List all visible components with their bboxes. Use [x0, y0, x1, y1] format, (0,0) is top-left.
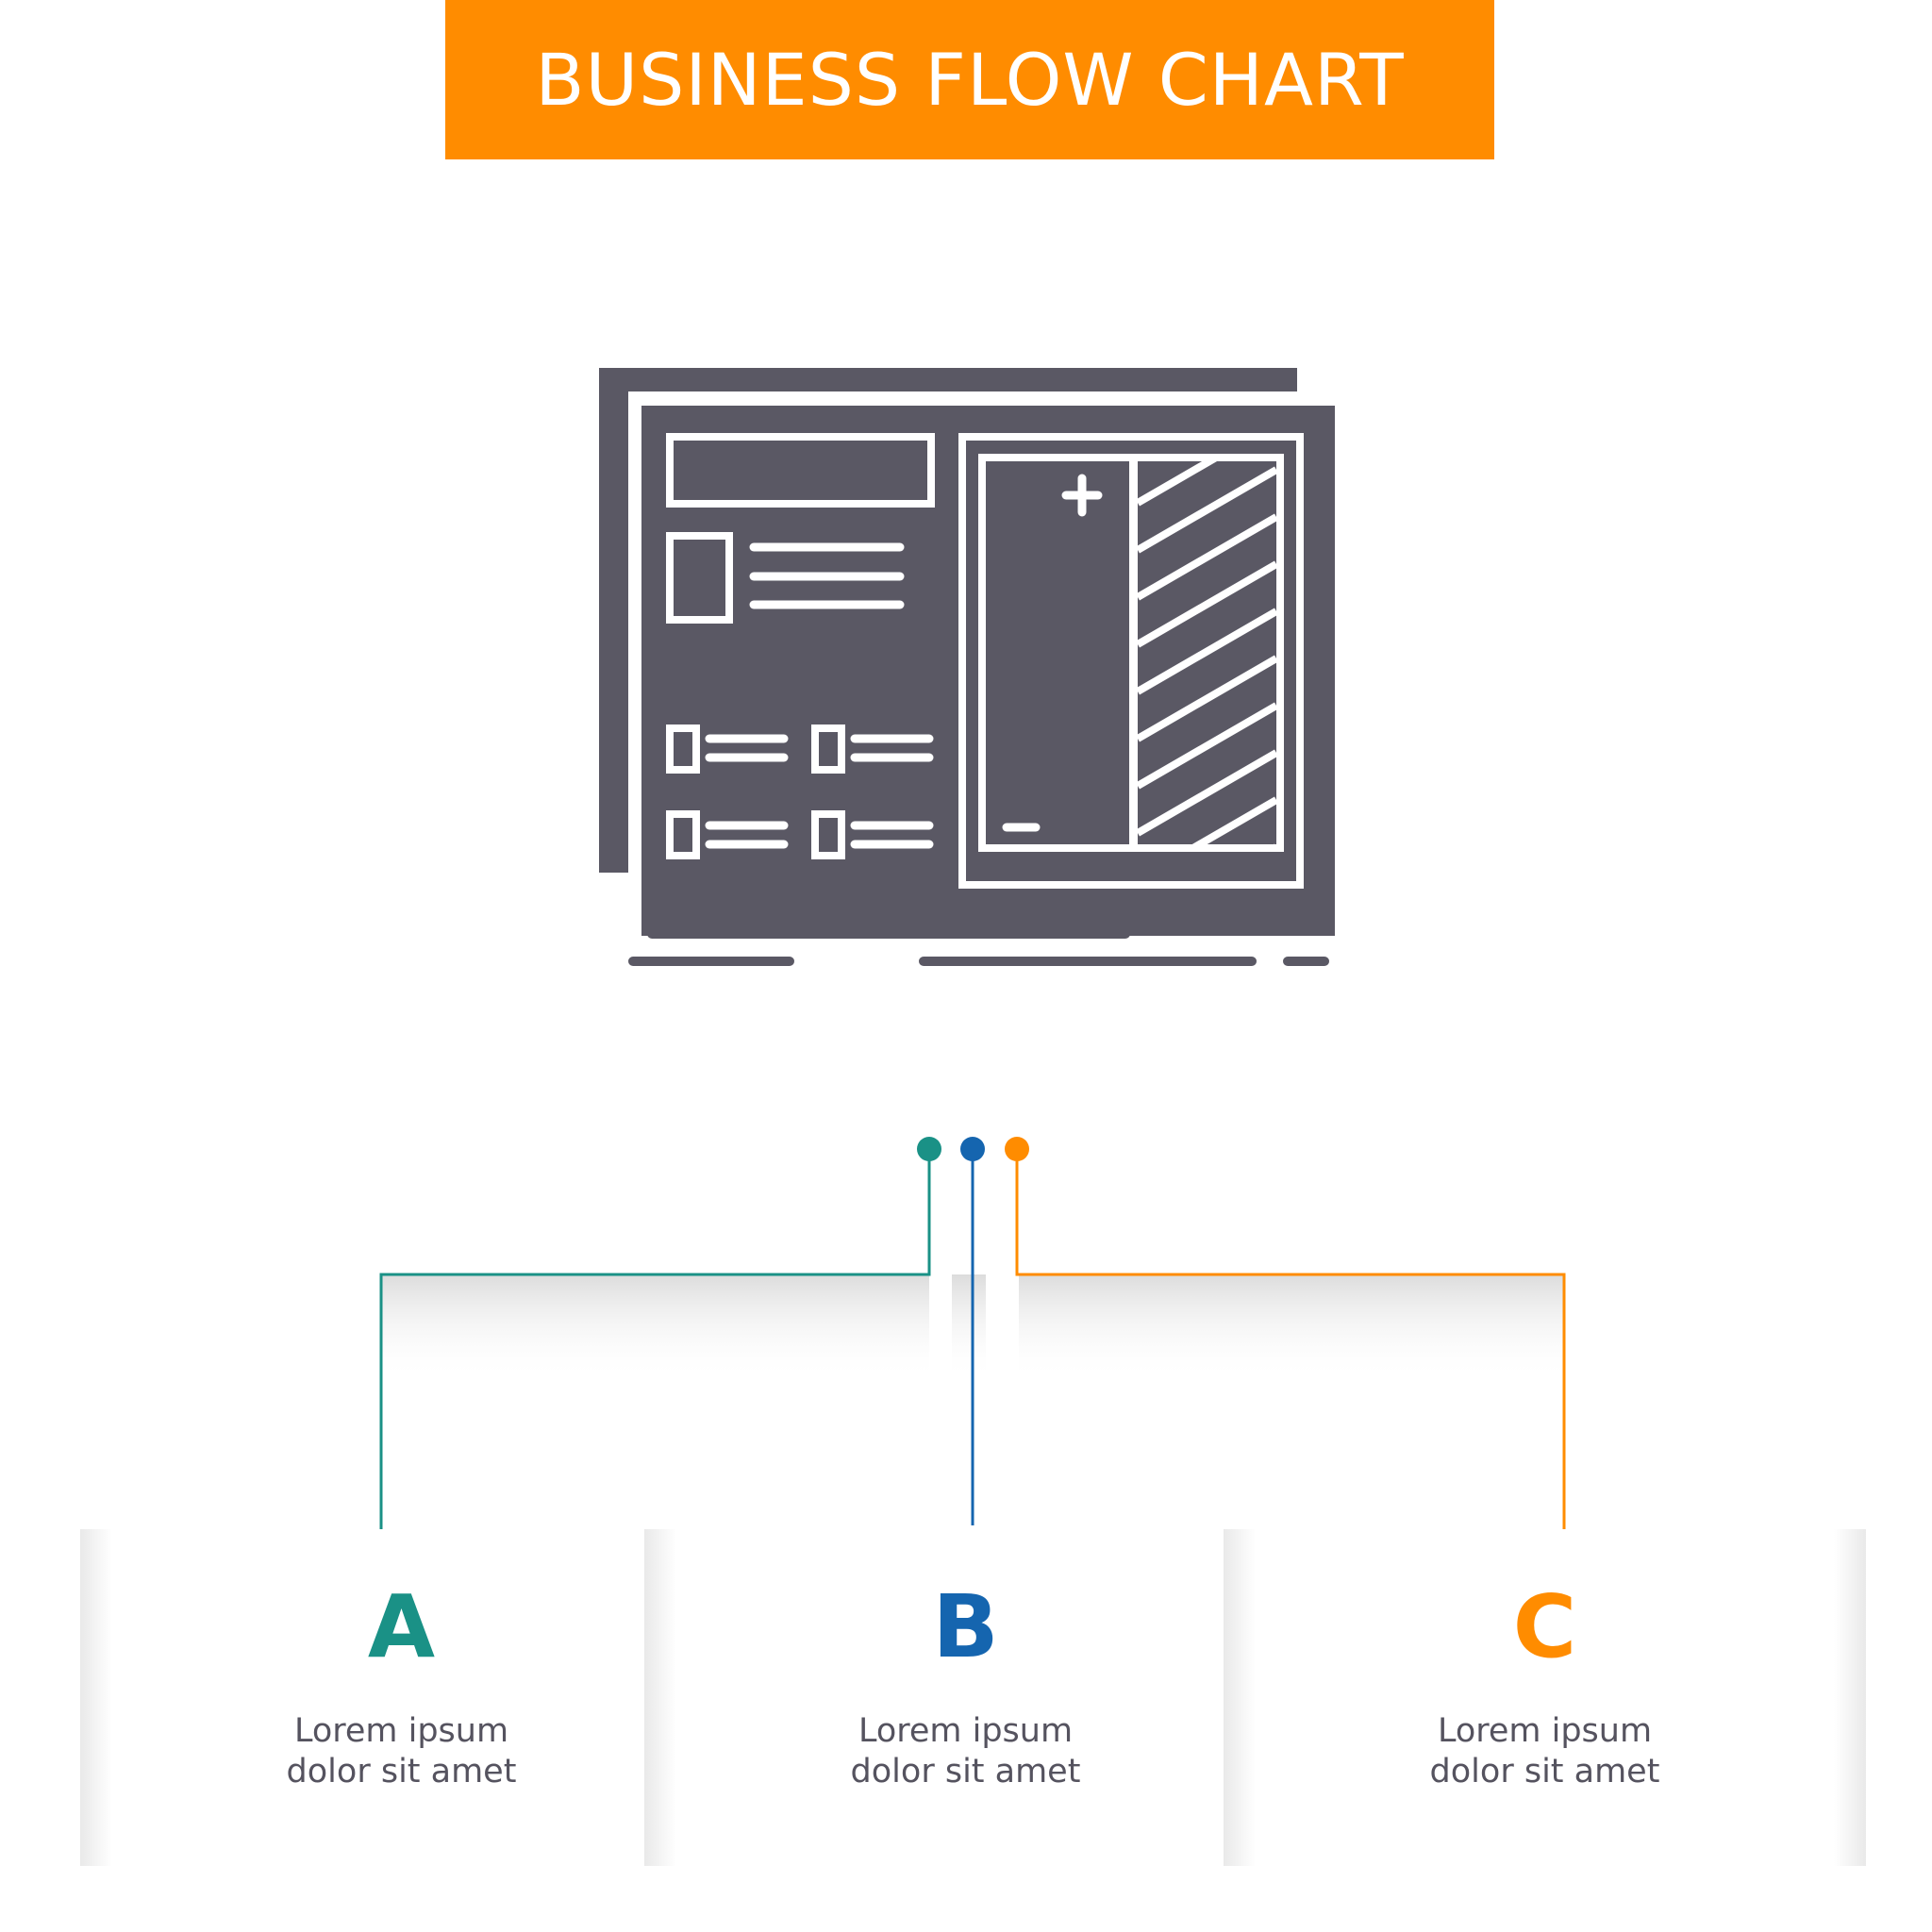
step-text-line-1: Lorem ipsum: [858, 1712, 1074, 1750]
step-text-b: Lorem ipsum dolor sit amet: [644, 1711, 1287, 1792]
title-banner: BUSINESS FLOW CHART: [445, 0, 1494, 159]
step-text-a: Lorem ipsum dolor sit amet: [80, 1711, 723, 1792]
step-card-c: C Lorem ipsum dolor sit amet: [1224, 1529, 1866, 1866]
connector-dot-b: [960, 1137, 985, 1161]
wireframe-layout-icon: [599, 368, 1335, 966]
step-text-line-1: Lorem ipsum: [1437, 1712, 1653, 1750]
step-text-line-2: dolor sit amet: [1429, 1753, 1660, 1790]
step-text-c: Lorem ipsum dolor sit amet: [1224, 1711, 1866, 1792]
connector-a: [379, 1153, 931, 1545]
connector-dot-a: [917, 1137, 941, 1161]
step-card-a: A Lorem ipsum dolor sit amet: [80, 1529, 723, 1866]
step-text-line-2: dolor sit amet: [286, 1753, 517, 1790]
step-letter-b: B: [932, 1576, 999, 1677]
connector-dot-c: [1005, 1137, 1029, 1161]
page-title: BUSINESS FLOW CHART: [535, 38, 1405, 122]
step-letter-c: C: [1512, 1576, 1577, 1677]
step-card-b: B Lorem ipsum dolor sit amet: [644, 1529, 1287, 1866]
connector-c: [1015, 1153, 1566, 1545]
step-text-line-1: Lorem ipsum: [293, 1712, 509, 1750]
step-letter-a: A: [367, 1576, 436, 1677]
step-text-line-2: dolor sit amet: [850, 1753, 1081, 1790]
